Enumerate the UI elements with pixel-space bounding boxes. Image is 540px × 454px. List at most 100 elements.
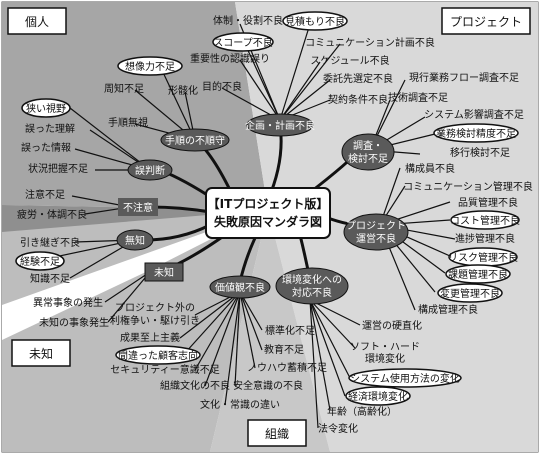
svg-text:疲労・体調不良: 疲労・体調不良 [17, 208, 87, 221]
svg-text:引き継ぎ不良: 引き継ぎ不良 [20, 236, 80, 249]
svg-text:スケジュール不良: スケジュール不良 [310, 54, 389, 67]
svg-text:ソフト・ハード: ソフト・ハード [350, 342, 420, 353]
svg-text:セキュリティー意識不足: セキュリティー意識不足 [110, 363, 219, 376]
org-region [210, 210, 330, 452]
svg-text:文化・常識の違い: 文化・常識の違い [200, 398, 280, 411]
svg-text:安全意識の不良: 安全意識の不良 [233, 379, 303, 392]
svg-text:課題管理不良: 課題管理不良 [448, 268, 508, 281]
quadrant-personal: 個人 [7, 7, 67, 35]
svg-text:品質管理不良: 品質管理不良 [458, 196, 518, 209]
svg-text:形骸化: 形骸化 [168, 84, 198, 97]
svg-text:誤判断: 誤判断 [135, 164, 165, 177]
svg-text:価値観不良: 価値観不良 [215, 281, 265, 294]
svg-text:環境変化への: 環境変化への [282, 273, 342, 286]
svg-text:無知: 無知 [125, 234, 145, 247]
svg-text:手順無視: 手順無視 [108, 116, 148, 129]
survey-leaves: 現行業務フロー調査不足 技術調査不足 システム影響調査不足 業務検討精度不足 移… [388, 71, 524, 159]
unknown-leaves: 異常事象の発生 未知の事象発生 [33, 296, 109, 329]
svg-text:誤った情報: 誤った情報 [21, 141, 71, 154]
values-leaves: 標準化不足 教育不足 ノウハウ蓄積不足 安全意識の不良 文化・常識の違い 組織文… [110, 302, 327, 411]
hub-survey: 調査・ 検討不足 [341, 133, 395, 171]
svg-text:運営不良: 運営不良 [356, 232, 396, 245]
svg-text:異常事象の発生: 異常事象の発生 [33, 296, 103, 309]
hub-ignorance: 無知 [116, 229, 154, 251]
svg-text:経験不足: 経験不足 [20, 255, 60, 268]
svg-text:運営の硬直化: 運営の硬直化 [362, 319, 422, 332]
svg-text:経済環境変化: 経済環境変化 [348, 390, 408, 403]
carelessness-leaves: 注意不足 疲労・体調不良 [17, 188, 87, 221]
unknown-band [2, 210, 268, 340]
svg-text:状況把握不足: 状況把握不足 [28, 162, 88, 175]
svg-text:コミュニケーション計画不良: コミュニケーション計画不良 [305, 36, 435, 49]
svg-text:成果至上主義: 成果至上主義 [120, 331, 180, 344]
svg-text:調査・: 調査・ [353, 139, 383, 152]
svg-text:ノウハウ蓄積不足: ノウハウ蓄積不足 [247, 361, 327, 374]
svg-text:狭い視野: 狭い視野 [26, 102, 66, 115]
quadrant-unknown: 未知 [11, 339, 71, 367]
svg-text:システム影響調査不足: システム影響調査不足 [424, 108, 524, 121]
svg-text:組織文化の不良: 組織文化の不良 [160, 379, 230, 392]
svg-text:見積もり不良: 見積もり不良 [285, 15, 345, 28]
svg-text:失敗原因マンダラ図: 失敗原因マンダラ図 [214, 214, 322, 229]
svg-text:企画・計画不良: 企画・計画不良 [245, 119, 315, 132]
svg-text:移行検討不足: 移行検討不足 [450, 146, 510, 159]
svg-text:コミュニケーション管理不良: コミュニケーション管理不良 [403, 180, 533, 193]
svg-text:間違った顧客志向: 間違った顧客志向 [118, 349, 198, 362]
svg-text:目的不良: 目的不良 [202, 80, 242, 93]
hub-unknown: 未知 [144, 262, 184, 282]
svg-text:システム使用方法の変化: システム使用方法の変化 [350, 372, 460, 385]
hub-values: 価値観不良 [209, 275, 271, 299]
svg-text:構成管理不良: 構成管理不良 [418, 303, 478, 316]
svg-text:組織: 組織 [265, 427, 289, 441]
svg-text:想像力不足: 想像力不足 [125, 60, 175, 73]
procedure-leaves: 想像力不足 周知不足 形骸化 手順無視 [104, 56, 198, 129]
svg-text:体制・役割不良: 体制・役割不良 [213, 14, 283, 27]
svg-text:構成員不良: 構成員不良 [405, 162, 455, 175]
quadrant-project: プロジェクト [441, 7, 531, 35]
svg-text:教育不足: 教育不足 [264, 343, 304, 356]
svg-text:注意不足: 注意不足 [25, 188, 65, 201]
svg-text:コスト管理不良: コスト管理不良 [450, 214, 520, 227]
svg-text:重要性の認識誤り: 重要性の認識誤り [190, 52, 270, 65]
svg-text:検討不足: 検討不足 [348, 152, 388, 165]
center-node: 【ITプロジェクト版】 失敗原因マンダラ図 [205, 187, 331, 239]
svg-text:年齢（高齢化）: 年齢（高齢化） [327, 405, 397, 418]
hub-carelessness: 不注意 [118, 198, 158, 216]
svg-text:標準化不足: 標準化不足 [265, 324, 315, 337]
svg-text:契約条件不良: 契約条件不良 [328, 93, 388, 106]
svg-text:委託先選定不良: 委託先選定不良 [323, 72, 393, 85]
svg-text:業務検討精度不足: 業務検討精度不足 [436, 127, 516, 140]
svg-text:未知の事象発生: 未知の事象発生 [39, 316, 109, 329]
ignorance-leaves: 引き継ぎ不良 経験不足 知識不足 [15, 236, 80, 285]
values-twigs [179, 291, 263, 406]
svg-text:利権争い・駆け引き: 利権争い・駆け引き [110, 314, 200, 327]
misjudgment-leaves: 誤った理解 誤った情報 状況把握不足 狭い視野 [21, 98, 88, 175]
hub-misjudgment: 誤判断 [127, 159, 173, 181]
svg-text:周知不足: 周知不足 [104, 82, 144, 95]
svg-text:対応不良: 対応不良 [292, 286, 332, 299]
svg-text:法令変化: 法令変化 [318, 422, 358, 435]
svg-text:未知: 未知 [154, 266, 174, 279]
svg-text:進捗管理不良: 進捗管理不良 [455, 232, 515, 245]
pm-leaves: 構成員不良 コミュニケーション管理不良 品質管理不良 コスト管理不良 進捗管理不… [403, 162, 533, 316]
svg-text:不注意: 不注意 [123, 201, 153, 214]
svg-text:【ITプロジェクト版】: 【ITプロジェクト版】 [208, 196, 329, 211]
svg-text:リスク管理不良: リスク管理不良 [448, 251, 518, 264]
unknown-region [2, 205, 268, 452]
hub-pm: プロジェクト 運営不良 [343, 213, 409, 251]
svg-text:個人: 個人 [25, 15, 49, 29]
svg-text:知識不足: 知識不足 [30, 272, 70, 285]
svg-text:プロジェクト: プロジェクト [450, 15, 522, 29]
personal-region [2, 2, 268, 210]
svg-text:プロジェクト: プロジェクト [346, 220, 406, 232]
svg-text:手順の不順守: 手順の不順守 [165, 134, 225, 147]
svg-text:変更管理不良: 変更管理不良 [440, 287, 500, 300]
svg-text:現行業務フロー調査不足: 現行業務フロー調査不足 [409, 71, 519, 84]
hub-procedure: 手順の不順守 [160, 128, 230, 152]
planning-leaves: 体制・役割不良 見積もり不良 スコープ不良 コミュニケーション計画不良 重要性の… [190, 11, 435, 106]
env-leaves: 運営の硬直化 ソフト・ハード 環境変化 システム使用方法の変化 経済環境変化 年… [318, 319, 462, 435]
svg-text:未知: 未知 [29, 347, 53, 361]
hub-env: 環境変化への 対応不良 [275, 267, 349, 305]
